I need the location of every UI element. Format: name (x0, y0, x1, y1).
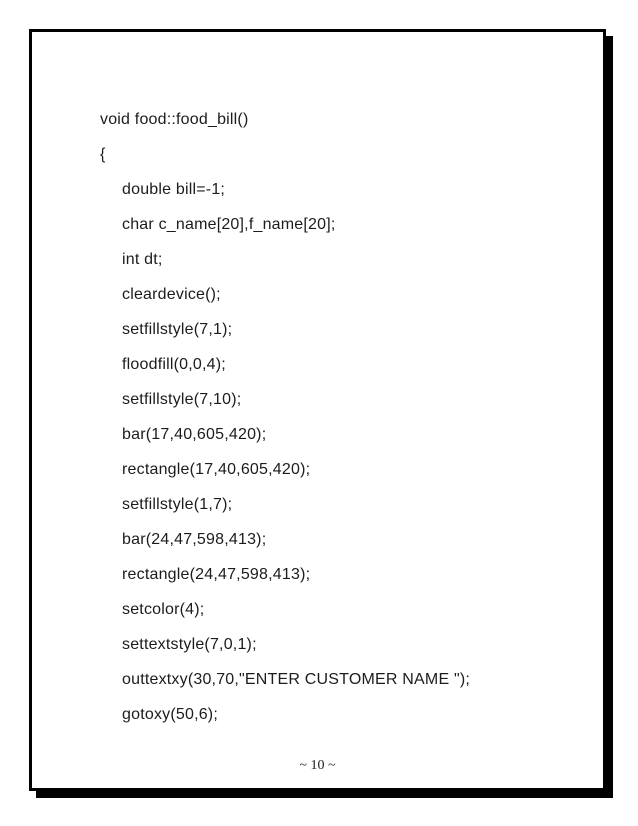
code-line: bar(24,47,598,413); (122, 531, 267, 548)
code-block: void food::food_bill(){double bill=-1;ch… (100, 102, 591, 732)
code-line: rectangle(24,47,598,413); (122, 566, 311, 583)
code-line: { (100, 146, 106, 163)
code-line: outtextxy(30,70,"ENTER CUSTOMER NAME "); (122, 671, 471, 688)
code-line: cleardevice(); (122, 286, 221, 303)
code-line: floodfill(0,0,4); (122, 356, 226, 373)
document-page: void food::food_bill(){double bill=-1;ch… (29, 29, 606, 791)
code-line: double bill=-1; (122, 181, 226, 198)
code-line: rectangle(17,40,605,420); (122, 461, 311, 478)
code-line: gotoxy(50,6); (122, 706, 218, 723)
code-line: setfillstyle(1,7); (122, 496, 233, 513)
code-line: bar(17,40,605,420); (122, 426, 267, 443)
code-line: int dt; (122, 251, 163, 268)
code-line: setfillstyle(7,1); (122, 321, 233, 338)
code-line: settextstyle(7,0,1); (122, 636, 257, 653)
code-line: setcolor(4); (122, 601, 205, 618)
code-line: char c_name[20],f_name[20]; (122, 216, 336, 233)
code-line: setfillstyle(7,10); (122, 391, 242, 408)
code-line: void food::food_bill() (100, 111, 249, 128)
page-number: ~ 10 ~ (299, 758, 336, 773)
